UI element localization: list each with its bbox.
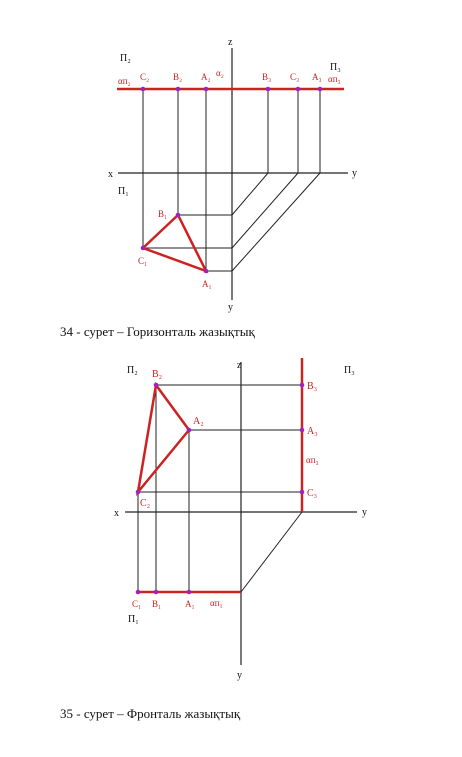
label-trace-alpha-pi2: αп₂ — [118, 76, 131, 86]
label-axis-y-bottom: y — [237, 670, 242, 681]
transfer-c — [231, 172, 299, 249]
point-c1 — [140, 245, 146, 251]
label-axis-y-right: y — [352, 168, 357, 179]
point-a2 — [203, 86, 209, 92]
label-plane-p2: П₂ — [127, 365, 138, 376]
transfer-a — [231, 172, 321, 272]
point-a1 — [186, 589, 192, 595]
label-plane-p1: П₁ — [118, 186, 129, 197]
label-plane-p3: П₃ — [330, 62, 341, 73]
point-c2 — [135, 489, 141, 495]
point-a2 — [186, 427, 192, 433]
label-point-a2: A₂ — [201, 72, 211, 82]
point-b3 — [299, 382, 305, 388]
point-c3 — [299, 489, 305, 495]
transfer-b — [231, 172, 269, 216]
label-trace-alpha-pi1: αп₁ — [210, 598, 223, 608]
label-point-c3: C₃ — [307, 488, 317, 499]
label-plane-p2: П₂ — [120, 53, 131, 64]
label-axis-z: z — [228, 37, 233, 48]
point-b3 — [265, 86, 271, 92]
label-point-b1: B₁ — [152, 599, 161, 609]
figure-horizontal-plane: z x y y П₂ П₃ П₁ αп₂ αп₃ α₂ C₂ B₂ A₂ B₃ … — [0, 0, 462, 320]
label-point-c1: C₁ — [132, 599, 141, 609]
label-point-b2: B₂ — [152, 369, 162, 380]
label-point-b3: B₃ — [307, 381, 317, 392]
figure2-drawing: z x y y П₂ П₃ П₁ αп₃ αп₁ B₂ A₂ C₂ B₃ A₃ … — [114, 358, 367, 681]
triangle-abc-p1 — [140, 212, 209, 274]
label-point-c2: C₂ — [140, 498, 150, 509]
label-trace-alpha: α₂ — [216, 68, 224, 78]
label-point-c2: C₂ — [140, 72, 149, 82]
point-c3 — [295, 86, 301, 92]
point-b1 — [175, 212, 181, 218]
point-c1 — [135, 589, 141, 595]
caption-figure-35: 35 - сурет – Фронталь жазықтық — [60, 706, 241, 721]
figure-frontal-plane: z x y y П₂ П₃ П₁ αп₃ αп₁ B₂ A₂ C₂ B₃ A₃ … — [0, 350, 462, 690]
label-point-a1: A₁ — [202, 279, 212, 289]
point-b2 — [175, 86, 181, 92]
point-b1 — [153, 589, 159, 595]
label-point-c1: C₁ — [138, 256, 147, 266]
transfer-diagonal — [240, 511, 303, 593]
label-axis-y-bottom: y — [228, 302, 233, 313]
label-trace-alpha-pi3: αп₃ — [306, 455, 319, 465]
label-plane-p1: П₁ — [128, 614, 139, 625]
triangle-abc-p2 — [135, 381, 191, 497]
label-trace-alpha-pi3: αп₃ — [328, 74, 341, 84]
label-point-c3: C₃ — [290, 72, 299, 82]
label-axis-z: z — [237, 360, 242, 371]
label-axis-y-right: y — [362, 507, 367, 518]
point-c2 — [140, 86, 146, 92]
label-axis-x: x — [108, 169, 113, 180]
point-b2 — [153, 382, 159, 388]
point-a3 — [317, 86, 323, 92]
label-point-a1: A₁ — [185, 599, 195, 609]
label-point-b1: B₁ — [158, 209, 167, 219]
point-a1 — [203, 268, 209, 274]
label-point-b3: B₃ — [262, 72, 271, 82]
caption-figure-34: 34 - сурет – Горизонталь жазықтық — [60, 324, 255, 339]
label-point-b2: B₂ — [173, 72, 182, 82]
label-axis-x: x — [114, 508, 119, 519]
label-point-a2: A₂ — [193, 416, 204, 427]
point-a3 — [299, 427, 305, 433]
label-point-a3: A₃ — [307, 426, 318, 437]
label-plane-p3: П₃ — [344, 365, 355, 376]
label-point-a3: A₃ — [312, 72, 322, 82]
figure1-drawing: z x y y П₂ П₃ П₁ αп₂ αп₃ α₂ C₂ B₂ A₂ B₃ … — [108, 37, 357, 313]
